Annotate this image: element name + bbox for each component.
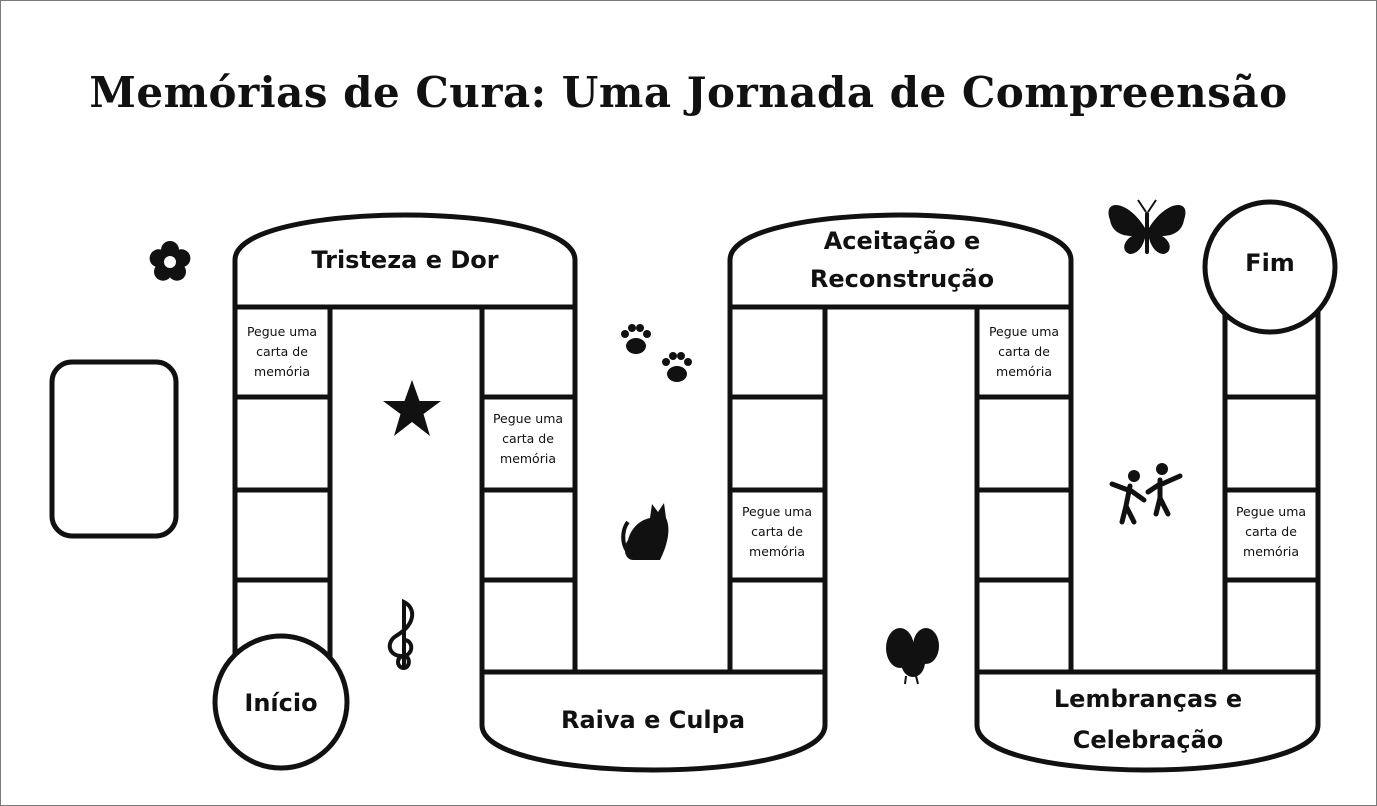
svg-text:carta de: carta de	[256, 344, 308, 359]
paw-prints-icon	[621, 324, 692, 382]
svg-text:memória: memória	[996, 364, 1052, 379]
stage3-label-line1: Aceitação e	[824, 227, 981, 255]
svg-text:carta de: carta de	[751, 524, 803, 539]
board-square[interactable]	[232, 487, 333, 583]
dancing-people-icon	[1109, 463, 1183, 525]
stage2-label: Raiva e Culpa	[561, 706, 745, 734]
svg-text:memória: memória	[1243, 544, 1299, 559]
cat-icon	[621, 503, 669, 560]
board-square[interactable]	[727, 304, 828, 400]
svg-text:carta de: carta de	[998, 344, 1050, 359]
arch-stage3	[727, 212, 1074, 310]
stage1-label: Tristeza e Dor	[311, 246, 498, 274]
star-icon	[383, 380, 441, 436]
svg-text:Pegue uma: Pegue uma	[493, 411, 563, 426]
board-square[interactable]	[727, 394, 828, 493]
bowl-stage2	[479, 669, 828, 773]
start-label: Início	[244, 689, 317, 717]
svg-text:Pegue uma: Pegue uma	[989, 324, 1059, 339]
board-square[interactable]	[479, 304, 578, 400]
board-square[interactable]	[232, 394, 333, 493]
board-square[interactable]	[974, 394, 1074, 493]
board-square[interactable]	[1222, 394, 1321, 493]
card-deck[interactable]	[49, 359, 179, 539]
board-square[interactable]	[727, 577, 828, 675]
svg-text:memória: memória	[254, 364, 310, 379]
card-square-text: Pegue uma carta de memória	[1236, 504, 1306, 559]
svg-text:Pegue uma: Pegue uma	[247, 324, 317, 339]
balloons-icon	[886, 628, 939, 685]
game-title: Memórias de Cura: Uma Jornada de Compree…	[89, 68, 1288, 117]
board-square[interactable]	[479, 577, 578, 675]
arch-stage1	[232, 212, 578, 310]
card-square-text: Pegue uma carta de memória	[493, 411, 563, 466]
end-circle[interactable]	[1202, 199, 1338, 335]
stage4-label-line2: Celebração	[1073, 726, 1224, 754]
flower-icon	[149, 241, 191, 281]
card-square-text: Pegue uma carta de memória	[247, 324, 317, 379]
end-label: Fim	[1245, 249, 1295, 277]
board-square[interactable]	[479, 487, 578, 583]
svg-text:carta de: carta de	[1245, 524, 1297, 539]
bowl-stage4	[974, 669, 1321, 773]
svg-text:Pegue uma: Pegue uma	[1236, 504, 1306, 519]
svg-text:memória: memória	[749, 544, 805, 559]
stage4-label-line1: Lembranças e	[1054, 685, 1242, 713]
start-circle[interactable]	[212, 633, 350, 771]
board-square[interactable]	[974, 487, 1074, 583]
svg-text:Pegue uma: Pegue uma	[742, 504, 812, 519]
card-square-text: Pegue uma carta de memória	[742, 504, 812, 559]
board-square[interactable]	[1222, 577, 1321, 675]
svg-text:memória: memória	[500, 451, 556, 466]
butterfly-icon	[1108, 199, 1186, 254]
board-square[interactable]	[974, 577, 1074, 675]
card-square-text: Pegue uma carta de memória	[989, 324, 1059, 379]
svg-text:carta de: carta de	[502, 431, 554, 446]
music-note-icon	[387, 598, 415, 670]
stage3-label-line2: Reconstrução	[810, 265, 994, 293]
